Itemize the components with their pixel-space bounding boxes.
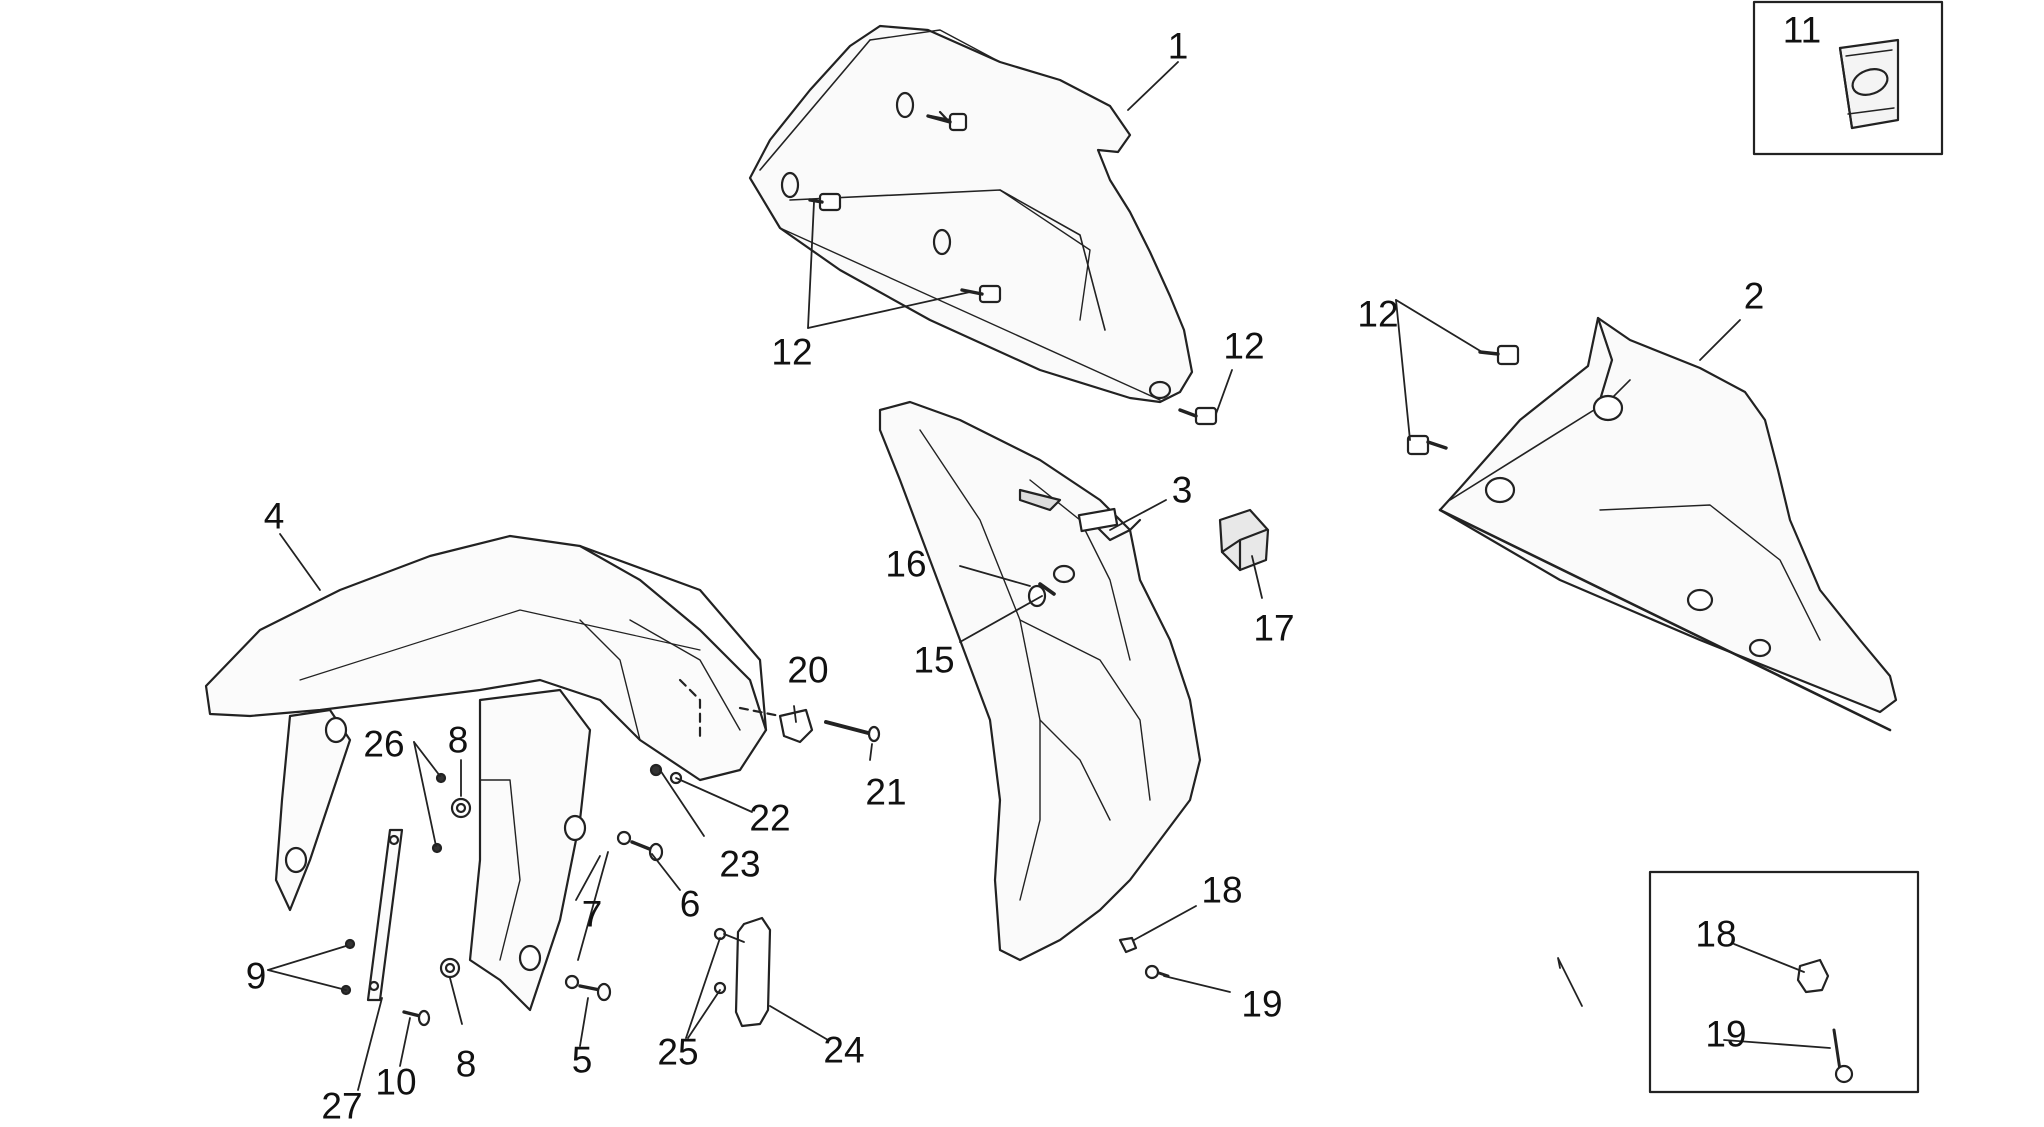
brace-part-27 — [366, 828, 404, 1002]
label-part-27: 27 — [321, 1085, 363, 1127]
label-part-18a: 18 — [1201, 869, 1243, 911]
fairing-panel-part-2 — [1438, 316, 1898, 732]
label-part-7: 7 — [581, 893, 603, 935]
fasteners — [340, 706, 1854, 1084]
label-part-3: 3 — [1171, 469, 1193, 511]
clip-part-17 — [1218, 508, 1270, 572]
label-part-15: 15 — [913, 639, 955, 681]
label-part-2: 2 — [1743, 275, 1765, 317]
inset-box-18-19 — [1648, 870, 1920, 1094]
label-part-22: 22 — [749, 797, 791, 839]
label-part-4: 4 — [263, 495, 285, 537]
label-part-5: 5 — [571, 1039, 593, 1081]
label-part-12b: 12 — [1223, 325, 1265, 367]
label-part-12a: 12 — [771, 331, 813, 373]
label-part-19b: 19 — [1705, 1013, 1747, 1055]
label-part-8a: 8 — [447, 719, 469, 761]
label-part-6: 6 — [679, 883, 701, 925]
label-part-18b: 18 — [1695, 913, 1737, 955]
label-part-19a: 19 — [1241, 983, 1283, 1025]
label-part-24: 24 — [823, 1029, 865, 1071]
inset-box-11 — [1752, 0, 1944, 156]
label-part-21: 21 — [865, 771, 907, 813]
clip-part-11 — [1838, 38, 1900, 130]
label-part-9: 9 — [245, 955, 267, 997]
inner-cover-part-3 — [878, 400, 1202, 962]
label-part-17: 17 — [1253, 607, 1295, 649]
label-part-16: 16 — [885, 543, 927, 585]
fairing-panel-part-1 — [748, 24, 1194, 404]
label-part-26: 26 — [363, 723, 405, 765]
front-mudguard-part-4 — [204, 534, 768, 1012]
label-part-8b: 8 — [455, 1043, 477, 1085]
label-part-11: 11 — [1782, 9, 1822, 51]
label-part-1: 1 — [1167, 25, 1189, 67]
label-part-23: 23 — [719, 843, 761, 885]
label-part-20: 20 — [787, 649, 829, 691]
screw-part-12 — [808, 114, 1520, 456]
leader-lines — [267, 61, 1831, 1091]
label-part-25: 25 — [657, 1031, 699, 1073]
label-part-12c: 12 — [1357, 293, 1399, 335]
label-part-10: 10 — [375, 1061, 417, 1103]
